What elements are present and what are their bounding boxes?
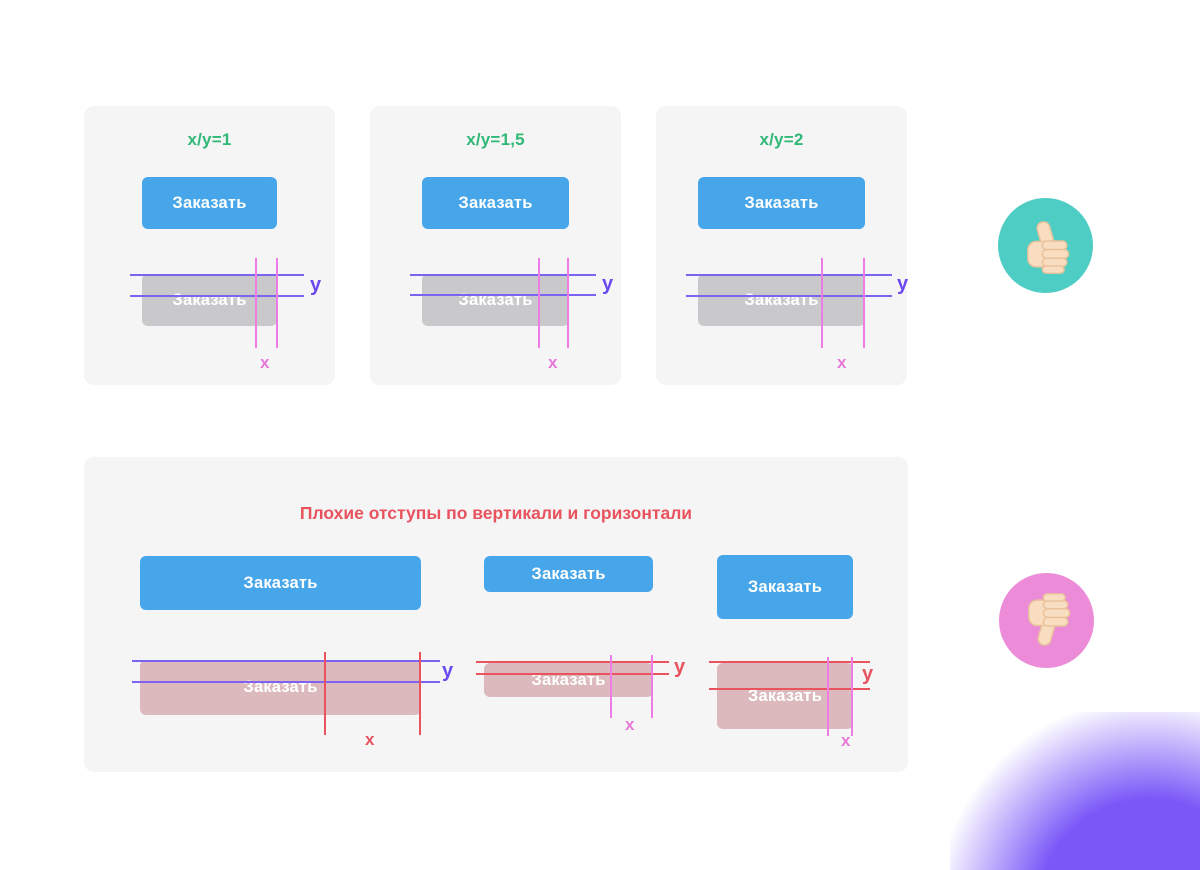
ghost-order-button: Заказать: [484, 663, 653, 697]
order-button[interactable]: Заказать: [698, 177, 865, 229]
y-measure-line-top: [686, 274, 892, 276]
order-button[interactable]: Заказать: [142, 177, 277, 229]
x-measure-line-right: [651, 655, 653, 718]
ghost-order-button: Заказать: [422, 274, 569, 326]
order-button[interactable]: Заказать: [422, 177, 569, 229]
ratio-label: x/y=2: [759, 130, 804, 149]
y-axis-label: y: [674, 656, 686, 678]
order-button[interactable]: Заказать: [140, 556, 421, 610]
bad-examples-title: Плохие отступы по вертикали и горизонтал…: [299, 503, 693, 523]
thumbs-down-badge: [999, 573, 1094, 668]
x-measure-line-right: [276, 258, 278, 348]
ratio-label: x/y=1,5: [466, 130, 525, 149]
x-axis-label: x: [625, 715, 635, 734]
y-measure-line-bottom: [410, 294, 596, 296]
decorative-purple-blob: [950, 712, 1200, 870]
x-measure-line-right: [863, 258, 865, 348]
ghost-order-button: Заказать: [142, 274, 277, 326]
y-measure-line-top: [476, 661, 669, 663]
x-measure-line-right: [567, 258, 569, 348]
good-ratio-card-3: x/y=2 Заказать Заказать y x: [656, 106, 909, 385]
order-button[interactable]: Заказать: [484, 556, 653, 592]
thumbs-up-icon: [1026, 220, 1069, 274]
x-measure-line-left: [255, 258, 257, 348]
y-axis-label: y: [602, 273, 614, 295]
ratio-label: x/y=1: [187, 130, 232, 149]
bad-examples-card: Плохие отступы по вертикали и горизонтал…: [84, 457, 908, 772]
y-measure-line-bottom: [476, 673, 669, 675]
x-measure-line-left: [821, 258, 823, 348]
x-axis-label: x: [837, 353, 847, 372]
y-axis-label: y: [897, 273, 909, 295]
x-measure-line-left: [324, 652, 326, 735]
order-button[interactable]: Заказать: [717, 555, 853, 619]
x-axis-label: x: [260, 353, 270, 372]
y-measure-line-bottom: [709, 688, 870, 690]
x-axis-label: x: [841, 731, 851, 750]
thumbs-down-icon: [1027, 592, 1070, 646]
y-axis-label: y: [310, 274, 322, 296]
x-measure-line-left: [610, 655, 612, 718]
x-measure-line-left: [827, 657, 829, 736]
x-measure-line-left: [538, 258, 540, 348]
y-measure-line-top: [130, 274, 304, 276]
x-measure-line-right: [419, 652, 421, 735]
y-measure-line-bottom: [132, 681, 440, 683]
x-axis-label: x: [365, 730, 375, 749]
thumbs-up-badge: [998, 198, 1093, 293]
y-measure-line-bottom: [686, 295, 892, 297]
ghost-order-button: Заказать: [140, 660, 421, 715]
y-measure-line-top: [709, 661, 870, 663]
ghost-order-button: Заказать: [717, 663, 853, 729]
y-axis-label: y: [442, 660, 454, 682]
ghost-order-button: Заказать: [698, 274, 865, 326]
y-axis-label: y: [862, 663, 874, 685]
x-measure-line-right: [851, 657, 853, 736]
y-measure-line-bottom: [130, 295, 304, 297]
y-measure-line-top: [132, 660, 440, 662]
good-ratio-card-1: x/y=1 Заказать Заказать y x: [84, 106, 335, 385]
x-axis-label: x: [548, 353, 558, 372]
y-measure-line-top: [410, 274, 596, 276]
good-ratio-card-2: x/y=1,5 Заказать Заказать y x: [370, 106, 621, 385]
